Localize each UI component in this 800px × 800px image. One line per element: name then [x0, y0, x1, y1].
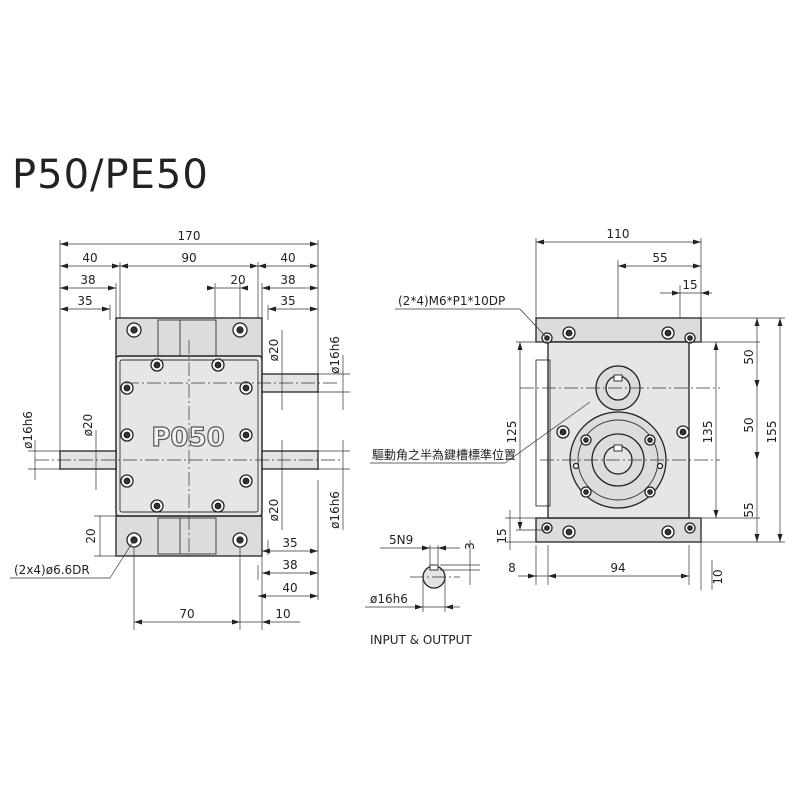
tapped-hole [562, 326, 576, 340]
mount-hole [232, 532, 248, 548]
housing-bolt [150, 499, 164, 513]
housing-bolt [239, 381, 253, 395]
housing-bolt [239, 474, 253, 488]
dim-input-bore: ø20 [81, 414, 95, 437]
dim-right-35: 35 [280, 294, 295, 308]
dim-side-50-mid: 50 [742, 417, 756, 432]
dim-side-155: 155 [765, 421, 779, 444]
dim-bottom-40: 40 [282, 581, 297, 595]
dim-body-width: 90 [181, 251, 196, 265]
dim-side-15: 15 [682, 278, 697, 292]
dim-right-extension: 40 [280, 251, 295, 265]
dim-bottom-35: 35 [282, 536, 297, 550]
dim-side-135: 135 [701, 421, 715, 444]
key-depth-label: 3 [463, 542, 477, 550]
dim-side-50-top: 50 [742, 349, 756, 364]
disc-bolt [580, 486, 592, 498]
tapped-hole [541, 522, 553, 534]
dim-left-extension: 40 [82, 251, 97, 265]
housing-bolt [556, 425, 570, 439]
dim-left-38: 38 [80, 273, 95, 287]
detail-shaft-diameter: ø16h6 [370, 592, 408, 606]
dim-input-shaft-diameter: ø16h6 [21, 411, 35, 449]
housing-bolt [120, 381, 134, 395]
housing-bolt [239, 428, 253, 442]
dim-lower-bore: ø20 [267, 499, 281, 522]
housing-bolt [211, 358, 225, 372]
dim-bottom-38: 38 [282, 558, 297, 572]
dim-side-8: 8 [508, 561, 516, 575]
dim-bottom-10: 10 [275, 607, 290, 621]
dim-side-55: 55 [742, 502, 756, 517]
front-view: 170 40 90 40 38 20 38 35 35 [10, 229, 350, 630]
dim-flange-thickness: 20 [84, 528, 98, 543]
tapped-hole [661, 326, 675, 340]
dim-side-width: 110 [607, 227, 630, 241]
tapped-hole [562, 525, 576, 539]
dim-left-35: 35 [77, 294, 92, 308]
side-view: 110 55 15 [370, 227, 785, 590]
mount-hole-callout: (2x4)ø6.6DR [14, 563, 90, 577]
keyway-note: 驅動角之半為鍵槽標準位置 [372, 447, 516, 462]
tapped-hole [684, 332, 696, 344]
dim-upper-shaft-diameter: ø16h6 [328, 336, 342, 374]
dim-lower-shaft-diameter: ø16h6 [328, 491, 342, 529]
dim-side-10: 10 [711, 569, 725, 584]
dim-side-half: 55 [652, 251, 667, 265]
shaft-detail: 5N9 3 ø16h6 INPUT & OUTPUT [365, 533, 480, 647]
tapped-hole-callout: (2*4)M6*P1*10DP [398, 294, 505, 308]
dim-overall-width: 170 [178, 229, 201, 243]
mount-hole [126, 322, 142, 338]
dim-side-94: 94 [610, 561, 625, 575]
housing-bolt [676, 425, 690, 439]
housing-bolt [120, 428, 134, 442]
disc-bolt [644, 434, 656, 446]
dim-side-15-left: 15 [495, 528, 509, 543]
mount-hole [232, 322, 248, 338]
disc-bolt [644, 486, 656, 498]
tapped-hole [661, 525, 675, 539]
housing-bolt [120, 474, 134, 488]
side-top-flange [535, 317, 702, 343]
tapped-hole [684, 522, 696, 534]
housing-bolt [150, 358, 164, 372]
dim-upper-bore: ø20 [267, 339, 281, 362]
key-width-label: 5N9 [389, 533, 413, 547]
model-label: P050 [151, 423, 224, 453]
input-output-caption: INPUT & OUTPUT [370, 633, 472, 647]
housing-bolt [211, 499, 225, 513]
side-bottom-flange [535, 517, 702, 543]
dim-side-125: 125 [505, 421, 519, 444]
page-title: P50/PE50 [12, 152, 209, 198]
dim-right-38: 38 [280, 273, 295, 287]
dim-top-20: 20 [230, 273, 245, 287]
dim-hole-spacing: 70 [179, 607, 194, 621]
disc-bolt [580, 434, 592, 446]
